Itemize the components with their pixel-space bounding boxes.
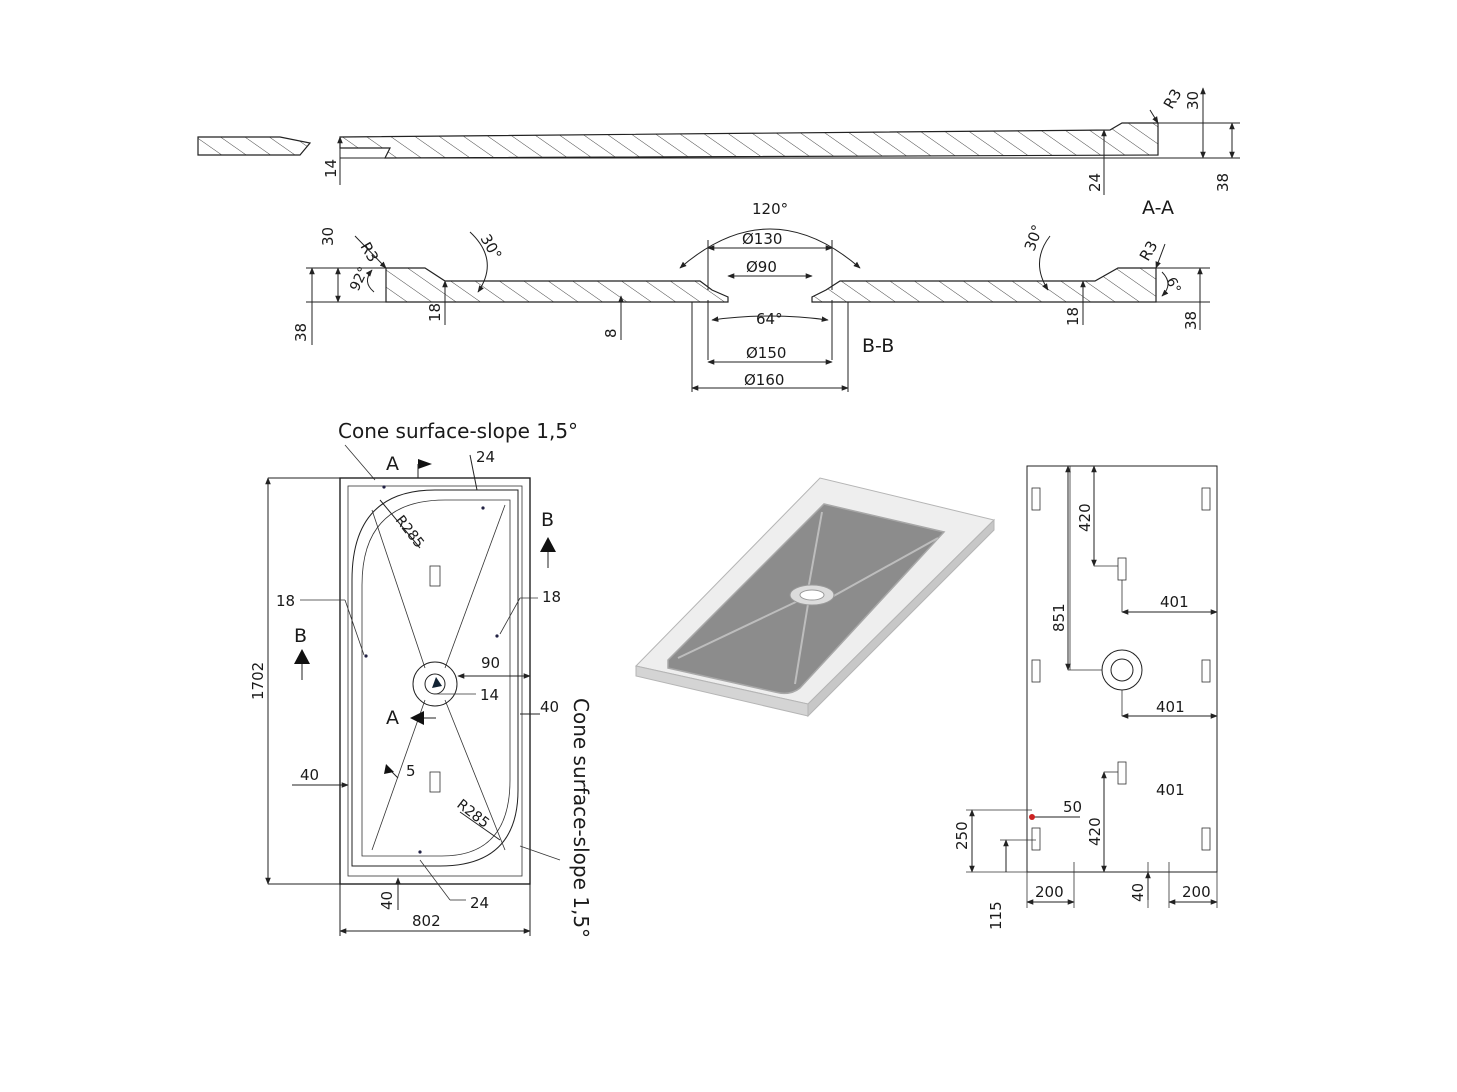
section-b-angle-92: 92°: [347, 264, 372, 293]
bottom-dim-200-right: 200: [1182, 883, 1211, 901]
bottom-dim-401-a: 401: [1160, 593, 1189, 611]
plan-dim-40-right: 40: [540, 698, 559, 716]
section-b-dim-8: 8: [602, 328, 620, 338]
plan-view: Cone surface-slope 1,5° Cone surface-slo…: [249, 419, 593, 938]
section-a-dim-14: 14: [322, 159, 340, 178]
section-b-right-body: [811, 267, 1157, 303]
plan-r285-bottom: R285: [454, 797, 493, 832]
section-b-phi150: Ø150: [746, 344, 786, 362]
bottom-dim-50: 50: [1063, 798, 1082, 816]
section-b-angle-64: 64°: [756, 310, 783, 328]
section-a-r3: R3: [1160, 86, 1186, 112]
plan-dim-5: 5: [406, 762, 416, 780]
section-mark-a-top: A: [386, 453, 399, 475]
plan-drain-mark: [432, 677, 442, 688]
plan-dim-90: 90: [481, 654, 500, 672]
plan-drain-outer: [412, 661, 458, 707]
section-b-label: B-B: [862, 335, 894, 357]
bottom-dim-200-left: 200: [1035, 883, 1064, 901]
section-mark-a-bottom: A: [386, 707, 399, 729]
plan-dim-802: 802: [412, 912, 441, 930]
bottom-view-outline: [1026, 465, 1218, 873]
section-b-phi160: Ø160: [744, 371, 784, 389]
plan-dim-40-bottom: 40: [378, 891, 396, 910]
plan-r285-top: R285: [392, 513, 427, 552]
section-b-b: 120° Ø130 Ø90 64° Ø150 Ø160 30 R3 R3 30°…: [292, 200, 1210, 392]
section-b-phi90: Ø90: [746, 258, 777, 276]
bottom-dim-250: 250: [953, 821, 971, 850]
section-mark-b-right: B: [541, 509, 554, 531]
section-b-dim-18-left: 18: [426, 303, 444, 322]
section-a-dim-30: 30: [1184, 91, 1202, 110]
cone-slope-label-top: Cone surface-slope 1,5°: [338, 419, 578, 443]
bottom-dim-40: 40: [1129, 883, 1147, 902]
plan-dim-24-bottom: 24: [470, 894, 489, 912]
isometric-tray: [635, 477, 995, 718]
bottom-view: 420 851 401 401 401 420 50 250 115 200 4…: [953, 465, 1218, 930]
section-b-dim-30: 30: [319, 227, 337, 246]
section-b-dim-38-right: 38: [1182, 311, 1200, 330]
plan-dim-40-left: 40: [300, 766, 319, 784]
section-b-angle-30-left: 30°: [477, 231, 506, 263]
section-b-angle-120: 120°: [752, 200, 788, 218]
section-a-dim-38: 38: [1214, 173, 1232, 192]
section-a-left-piece: [197, 136, 312, 156]
bottom-dim-401-c: 401: [1156, 781, 1185, 799]
section-a-label: A-A: [1142, 197, 1174, 219]
section-b-r3-right: R3: [1136, 238, 1162, 264]
section-b-phi130: Ø130: [742, 230, 782, 248]
bottom-dim-420-top: 420: [1076, 503, 1094, 532]
tray-groove: [371, 509, 426, 669]
tray-basin-outline: [351, 489, 519, 867]
plan-dim-18-left: 18: [276, 592, 295, 610]
bottom-dim-851: 851: [1050, 603, 1068, 632]
cone-slope-label-side: Cone surface-slope 1,5°: [569, 698, 593, 938]
section-b-r3-left: R3: [357, 239, 383, 265]
plan-dim-1702: 1702: [249, 662, 267, 700]
section-b-angle-6: 6°: [1162, 275, 1183, 296]
section-a-main-body: [339, 122, 1159, 159]
tray-outline: [339, 477, 531, 885]
bottom-dim-420-bottom: 420: [1086, 817, 1104, 846]
section-b-left-body: [385, 267, 729, 303]
bottom-drain-outer: [1101, 649, 1143, 691]
section-a-a: R3 30 14 24 38 A-A: [197, 86, 1240, 219]
plan-drain-inner: [424, 673, 446, 695]
bottom-dim-401-b: 401: [1156, 698, 1185, 716]
plan-dim-24-top: 24: [476, 448, 495, 466]
section-mark-b-left: B: [294, 625, 307, 647]
section-b-dim-38-left: 38: [292, 323, 310, 342]
section-a-dim-24: 24: [1086, 173, 1104, 192]
section-b-dim-18-right: 18: [1064, 307, 1082, 326]
plan-dim-14: 14: [480, 686, 499, 704]
bottom-dim-115: 115: [987, 901, 1005, 930]
tray-inner-rim: [347, 485, 523, 877]
bottom-drain-inner: [1110, 658, 1134, 682]
plan-dim-18-right: 18: [542, 588, 561, 606]
